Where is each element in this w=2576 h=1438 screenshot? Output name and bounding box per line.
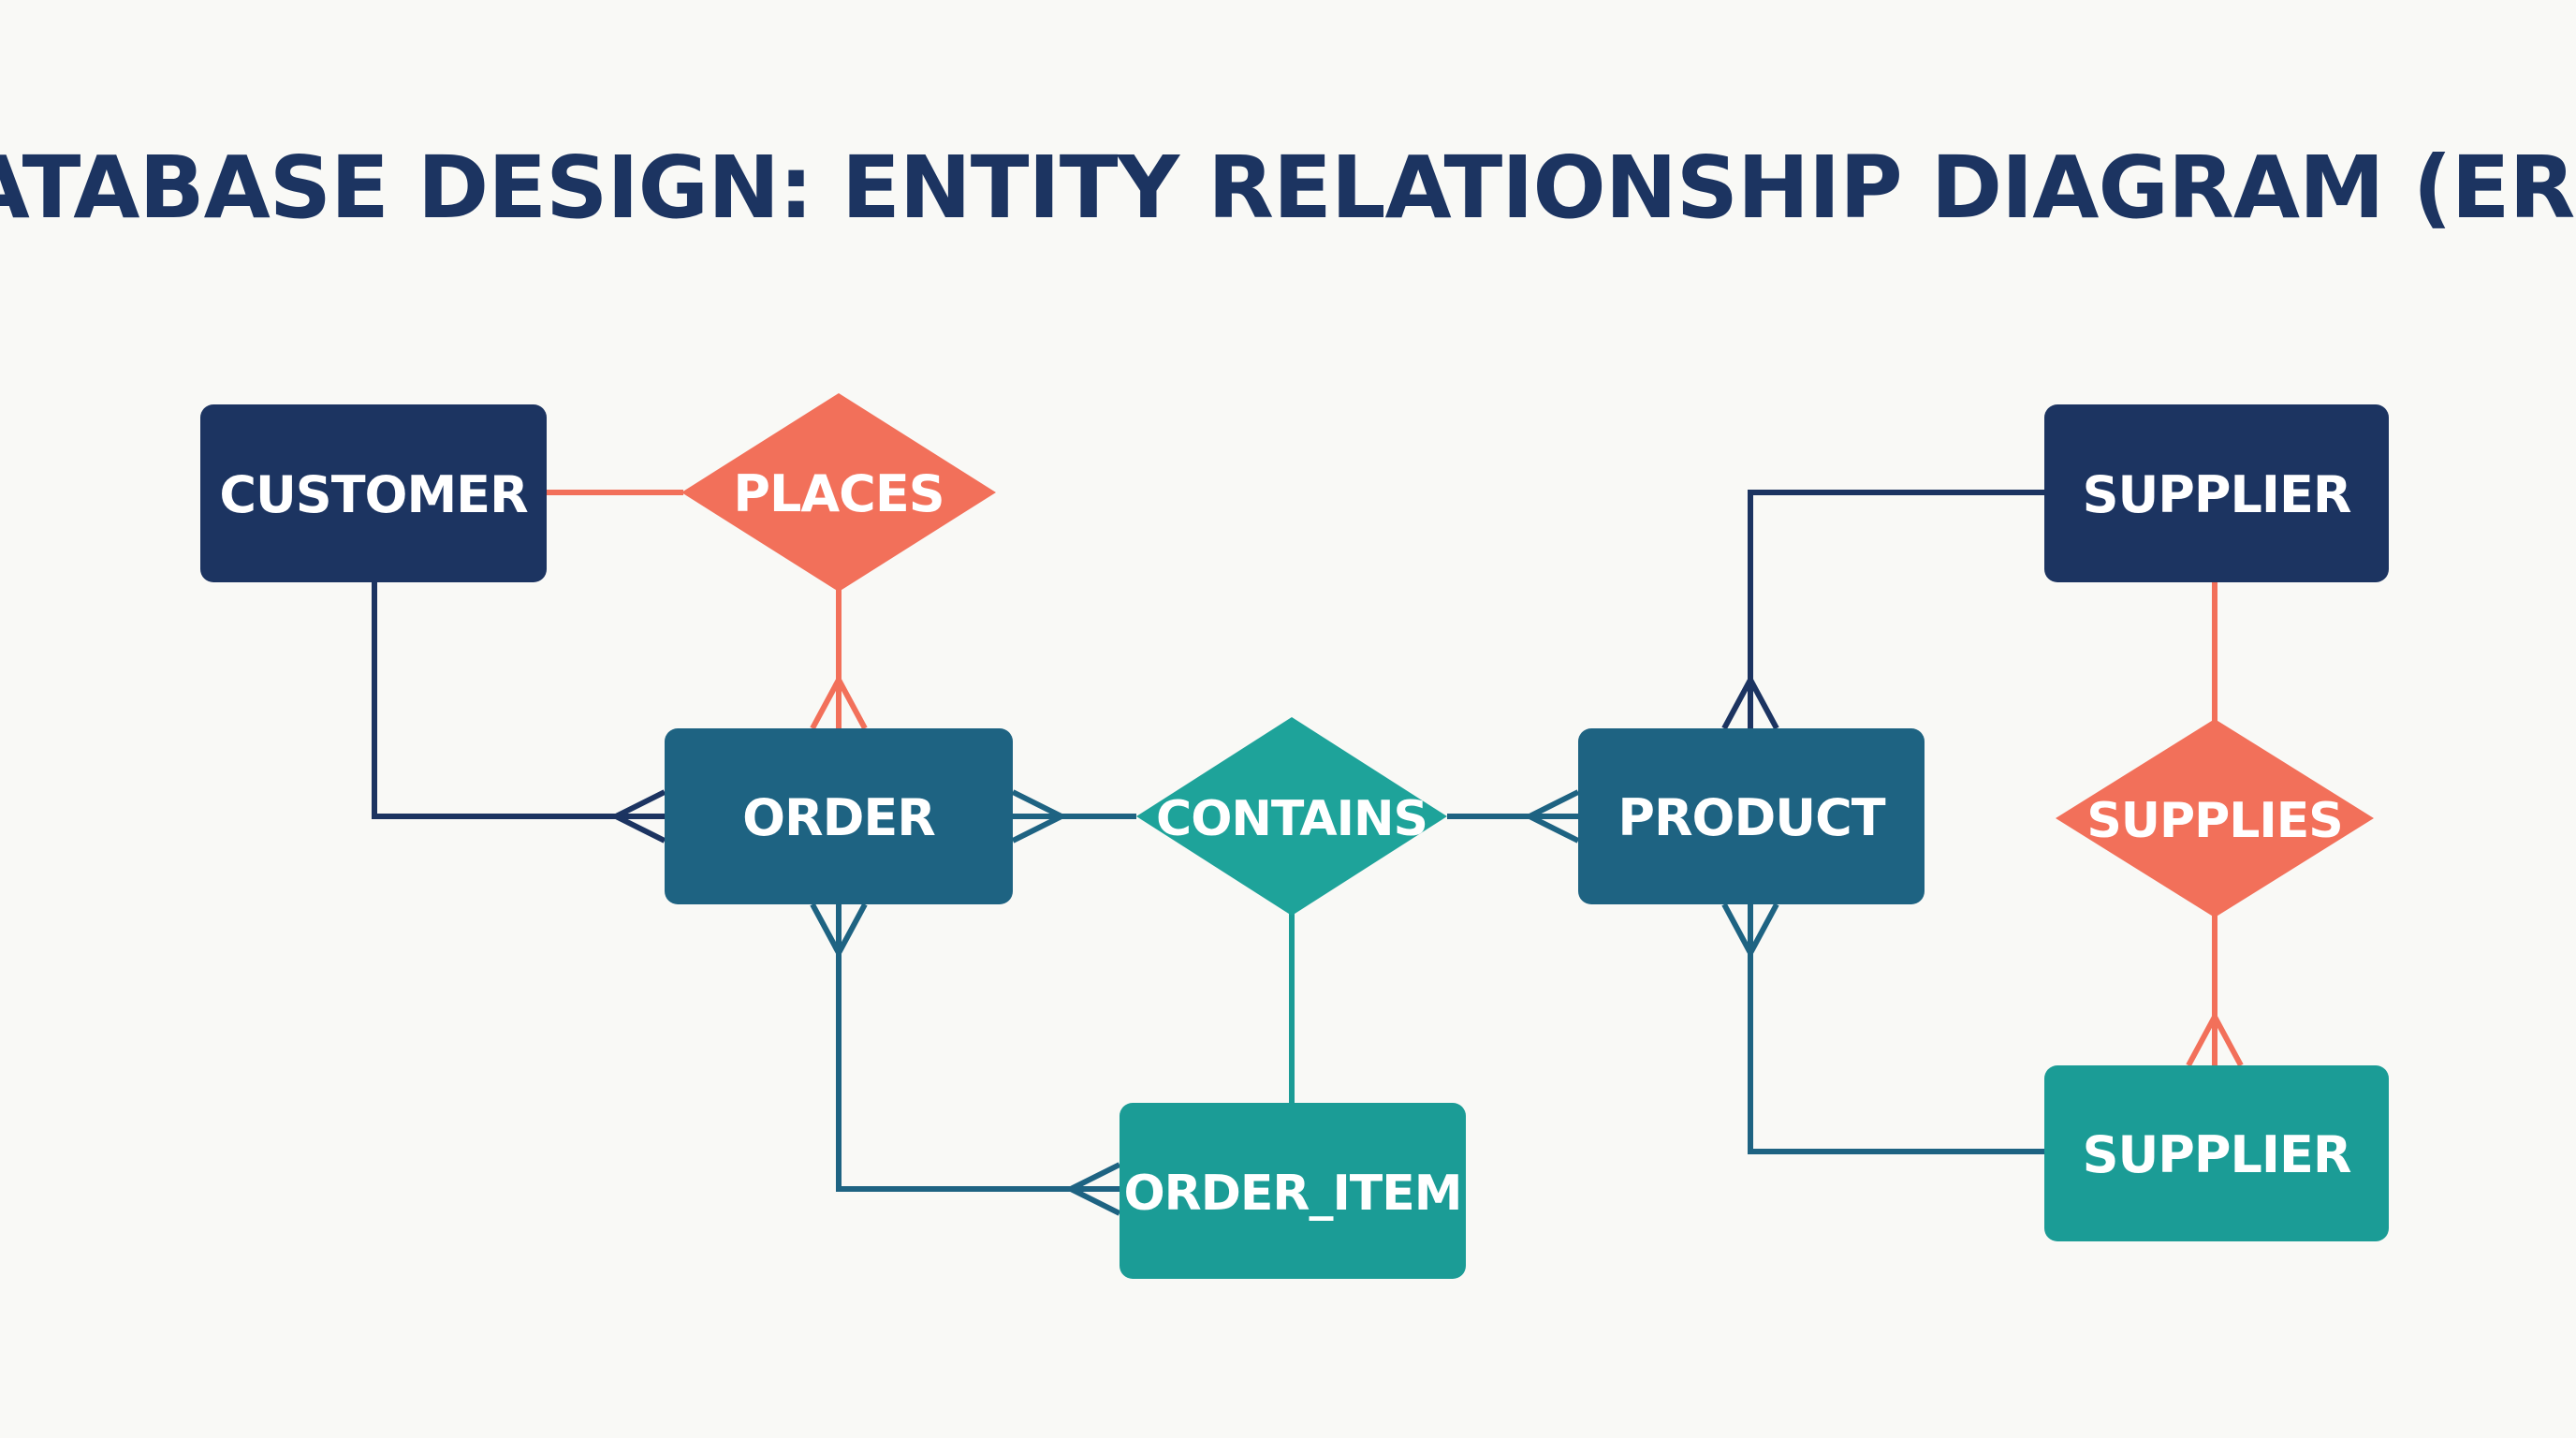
relationship-supplies[interactable]: SUPPLIES — [2056, 719, 2374, 917]
connector-contains-product — [1447, 789, 1580, 844]
entity-product-label: PRODUCT — [1617, 788, 1885, 847]
connector-places-order — [810, 590, 868, 730]
relationship-places[interactable]: PLACES — [681, 393, 996, 592]
connector-customer-order — [372, 582, 666, 844]
connector-product-supplier-bottom — [1721, 902, 2044, 1154]
entity-order[interactable]: ORDER — [665, 728, 1013, 904]
entity-product[interactable]: PRODUCT — [1578, 728, 1925, 904]
relationship-places-label: PLACES — [733, 464, 944, 523]
connector-order-contains — [1011, 789, 1136, 844]
entity-order-item-label: ORDER_ITEM — [1123, 1166, 1461, 1222]
entity-supplier-bottom-label: SUPPLIER — [2083, 1125, 2351, 1184]
connector-supplies-supplier-bottom — [2186, 914, 2244, 1067]
relationship-contains-label: CONTAINS — [1156, 791, 1427, 847]
entity-supplier-bottom[interactable]: SUPPLIER — [2044, 1065, 2389, 1241]
diagram-title: DATABASE DESIGN: ENTITY RELATIONSHIP DIA… — [0, 138, 2576, 238]
entity-customer-label: CUSTOMER — [219, 465, 528, 524]
entity-supplier-top-label: SUPPLIER — [2083, 465, 2351, 524]
entity-customer[interactable]: CUSTOMER — [200, 404, 547, 582]
connector-supplier-product — [1721, 490, 2044, 730]
entity-order-item[interactable]: ORDER_ITEM — [1120, 1103, 1466, 1279]
entity-order-label: ORDER — [742, 788, 935, 847]
connector-order-orderitem — [810, 902, 1121, 1216]
relationship-contains[interactable]: CONTAINS — [1136, 717, 1447, 916]
relationship-supplies-label: SUPPLIES — [2086, 793, 2342, 849]
entity-supplier-top[interactable]: SUPPLIER — [2044, 404, 2389, 582]
